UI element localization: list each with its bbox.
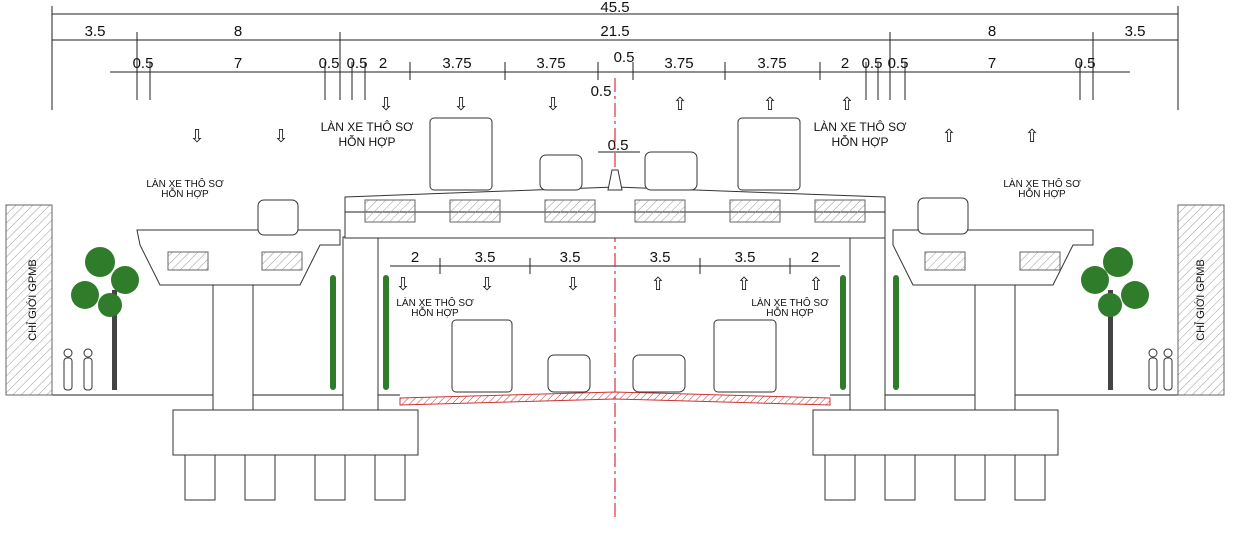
dim-lower: 3.5 (475, 249, 496, 266)
dim-row3: 2 (379, 55, 387, 72)
lane-label-line2: HỖN HỢP (832, 134, 889, 149)
arrow-up-icon: ⇧ (762, 94, 777, 115)
hedges (330, 275, 899, 390)
side-deck-cells (167, 251, 1061, 271)
arrow-up-icon: ⇧ (808, 274, 823, 295)
vehicles (257, 117, 969, 393)
dim-row3: 0.5 (862, 55, 883, 72)
bus-lower-right (713, 319, 777, 393)
arrow-up-icon: ⇧ (839, 94, 854, 115)
bus-upper-right (737, 117, 801, 191)
dimension-labels: 45.5 3.5 8 21.5 8 3.5 0.5 7 0.5 0.5 2 3.… (85, 0, 1146, 266)
arrow-down-icon: ⇩ (395, 274, 410, 295)
direction-arrows: ⇩ ⇩ ⇩ ⇩ ⇩ ⇧ ⇧ ⇧ ⇧ ⇧ ⇩ ⇩ ⇩ ⇧ ⇧ ⇧ (189, 94, 1039, 295)
arrow-up-icon: ⇧ (736, 274, 751, 295)
dim-row3: 3.75 (536, 55, 565, 72)
dim-lower: 2 (411, 249, 419, 266)
lane-label-line1: LÀN XE THÔ SƠ (396, 296, 474, 309)
car-lower-right (632, 354, 686, 393)
arrow-down-icon: ⇩ (565, 274, 580, 295)
arrow-down-icon: ⇩ (545, 94, 560, 115)
dim-total: 45.5 (600, 0, 629, 16)
boundary-wall-left (5, 204, 53, 396)
dim-lower: 3.5 (560, 249, 581, 266)
pedestrians (63, 348, 1173, 391)
arrow-up-icon: ⇧ (1024, 126, 1039, 147)
dim-row3: 0.5 (1075, 55, 1096, 72)
dim-row2: 3.5 (85, 23, 106, 40)
lane-label-line1: LÀN XE THÔ SƠ (146, 177, 224, 190)
dim-lower: 3.5 (735, 249, 756, 266)
bus-lower-left (451, 319, 513, 393)
dim-row3-center: 0.5 (614, 49, 635, 66)
dim-row2: 3.5 (1125, 23, 1146, 40)
dim-lower: 3.5 (650, 249, 671, 266)
arrow-down-icon: ⇩ (378, 94, 393, 115)
dim-row3: 3.75 (757, 55, 786, 72)
tree-right (1081, 247, 1149, 390)
dim-row3: 7 (988, 55, 996, 72)
dim-row3: 3.75 (664, 55, 693, 72)
lane-label-line2: HỖN HỢP (766, 306, 814, 319)
tree-left (71, 247, 139, 390)
main-deck-cells (364, 199, 866, 223)
lane-label-line2: HỖN HỢP (339, 134, 396, 149)
dim-row3-center: 0.5 (591, 83, 612, 100)
lower-road-pavement (399, 391, 831, 406)
right-side-deck (892, 229, 1094, 286)
median-barrier (607, 169, 623, 191)
dim-row3: 0.5 (319, 55, 340, 72)
lane-label-line1: LÀN XE THÔ SƠ (321, 119, 414, 134)
arrow-down-icon: ⇩ (479, 274, 494, 295)
dim-row3: 0.5 (888, 55, 909, 72)
car-right-deck (917, 197, 969, 235)
arrow-up-icon: ⇧ (672, 94, 687, 115)
arrow-down-icon: ⇩ (453, 94, 468, 115)
lane-label-line2: HỖN HỢP (161, 187, 209, 200)
dim-row3: 7 (234, 55, 242, 72)
arrow-down-icon: ⇩ (189, 126, 204, 147)
dim-row3: 0.5 (347, 55, 368, 72)
pile-cap-right (812, 409, 1059, 456)
boundary-wall-right (1177, 204, 1225, 396)
pile-cap-left (172, 409, 419, 456)
lane-label-line1: LÀN XE THÔ SƠ (751, 296, 829, 309)
lane-label-line1: LÀN XE THÔ SƠ (814, 119, 907, 134)
car-lower-left (547, 354, 591, 393)
dim-row2: 8 (234, 23, 242, 40)
dim-row3: 3.75 (442, 55, 471, 72)
boundary-label-right: CHỈ GIỚI GPMB (1194, 259, 1207, 341)
bus-upper-left (429, 117, 493, 191)
dim-row3: 2 (841, 55, 849, 72)
dim-lower: 2 (811, 249, 819, 266)
piles (184, 454, 1046, 501)
dim-row2: 8 (988, 23, 996, 40)
car-upper-right (644, 151, 698, 191)
boundary-label-left: CHỈ GIỚI GPMB (26, 259, 39, 341)
dimension-lines (51, 6, 1179, 274)
car-upper-left (539, 154, 583, 191)
dim-row2: 21.5 (600, 23, 629, 40)
arrow-up-icon: ⇧ (941, 126, 956, 147)
lane-labels: LÀN XE THÔ SƠ HỖN HỢP LÀN XE THÔ SƠ HỖN … (146, 119, 1081, 319)
arrow-down-icon: ⇩ (273, 126, 288, 147)
lane-label-line1: LÀN XE THÔ SƠ (1003, 177, 1081, 190)
car-left-deck (257, 199, 299, 236)
arrow-up-icon: ⇧ (650, 274, 665, 295)
lane-label-line2: HỖN HỢP (1018, 187, 1066, 200)
dim-median: 0.5 (608, 137, 629, 154)
left-side-deck (136, 229, 341, 286)
lane-label-line2: HỖN HỢP (411, 306, 459, 319)
dim-row3: 0.5 (133, 55, 154, 72)
